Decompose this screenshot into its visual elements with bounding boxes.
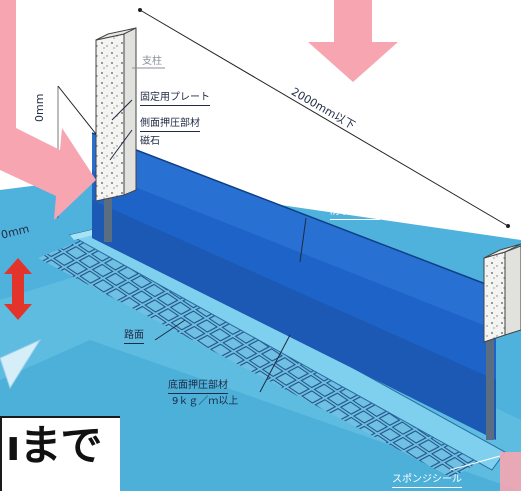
speech-bubble-tail — [0, 338, 42, 390]
sponge-seal-label: スポンジシール — [392, 474, 462, 488]
height-dim-label: 0mm — [33, 93, 46, 122]
side-press-right — [486, 330, 494, 440]
span-dimension-line — [139, 9, 509, 227]
bottom-press-weight-label: 9ｋｇ／ｍ以上 — [172, 396, 239, 407]
pink-arrow-bottom-right — [500, 452, 521, 491]
post-right-top — [483, 243, 521, 259]
waterproof-sheet-lower — [92, 200, 496, 440]
bottom-press-label: 底面押圧部材 — [168, 380, 228, 394]
pink-arrow-left — [0, 120, 96, 220]
road-grid — [38, 240, 500, 478]
post-right — [483, 251, 506, 343]
callout-box: ıまで — [0, 416, 120, 491]
magnet-label: 磁石 — [140, 136, 160, 147]
pink-arrow-top-left — [0, 0, 16, 145]
pink-arrow-top-right — [308, 0, 398, 82]
red-double-arrow — [4, 258, 32, 320]
waterproof-sheet-shade — [92, 133, 496, 330]
side-press-label: 側面押圧部材 — [140, 118, 200, 132]
post-right-side — [504, 245, 521, 336]
ground-band-2 — [0, 340, 521, 491]
callout-text: ıまで — [6, 421, 102, 470]
fixing-plate-label: 固定用プレート — [140, 92, 210, 106]
height-dimension-line — [57, 85, 97, 135]
post-left — [95, 33, 125, 202]
road-surface-label: 路面 — [124, 330, 144, 344]
post-left-side — [123, 27, 137, 196]
post-label: 支柱 — [142, 56, 162, 67]
waterproof-sheet-label: 防水シート — [330, 206, 380, 220]
